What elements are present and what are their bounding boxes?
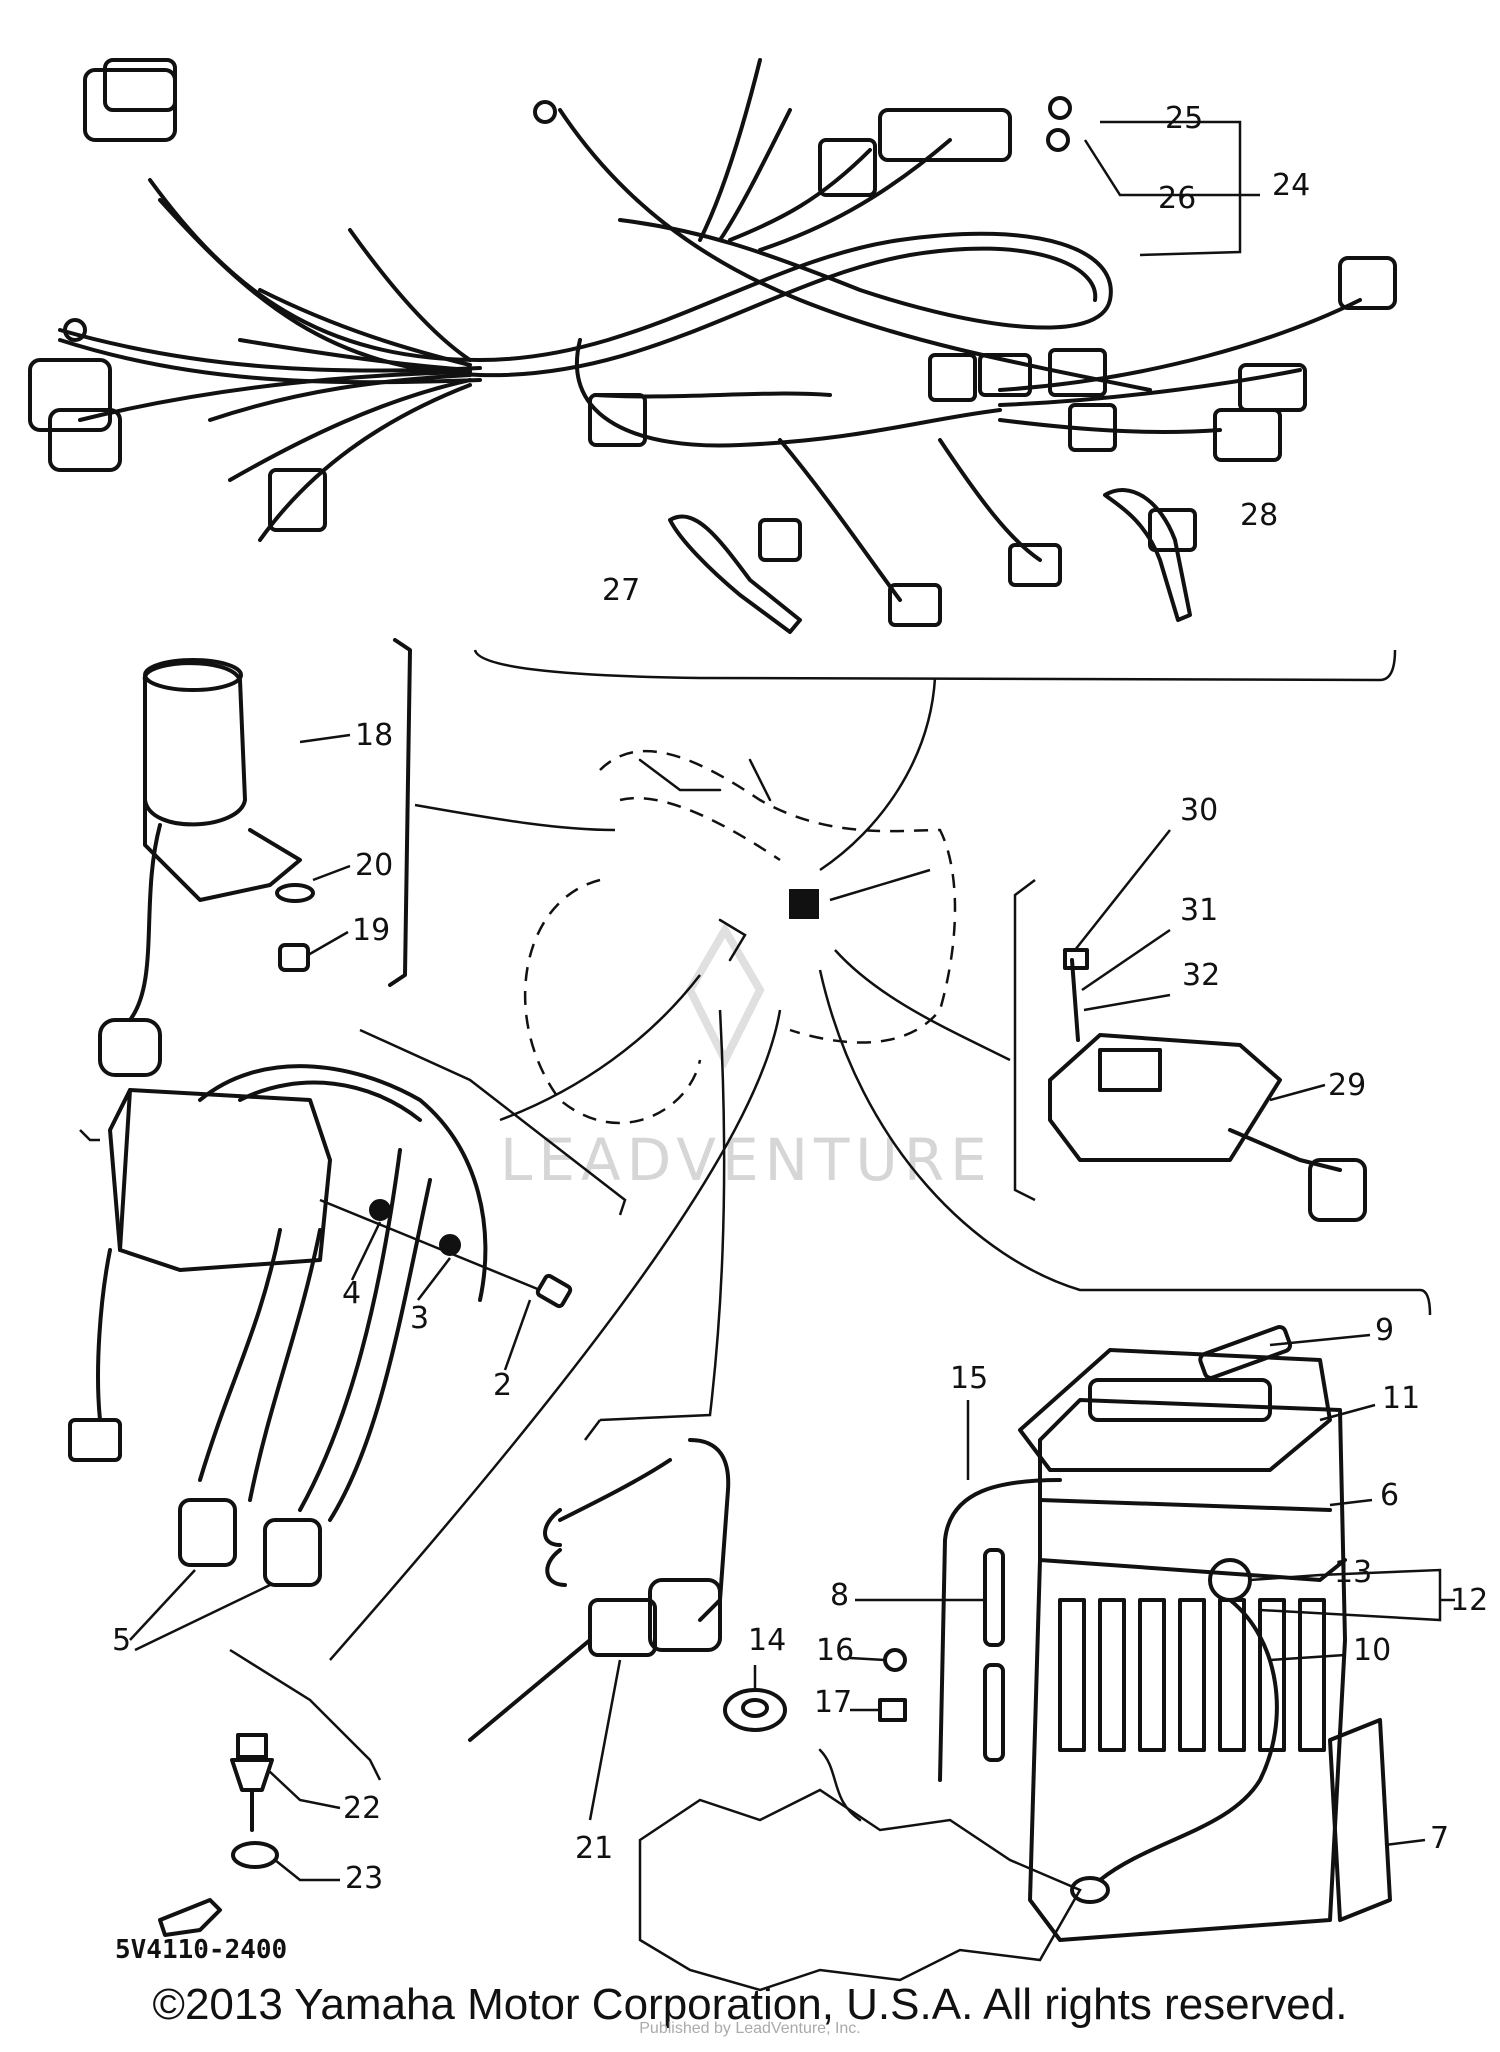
cdi-unit-29 [1048, 948, 1367, 1222]
battery-band-9 [1198, 1325, 1293, 1380]
part-label-28: 28 [1240, 498, 1278, 533]
part-label-18: 18 [355, 718, 393, 753]
neutral-switch-22 [158, 1733, 279, 1937]
part-label-14: 14 [748, 1623, 786, 1658]
frame-debris [638, 1788, 1082, 1992]
vent-tube-8 [983, 1548, 1005, 1647]
clamp-27 [668, 514, 802, 634]
battery-plate-7 [1328, 1718, 1392, 1922]
battery [1028, 1398, 1347, 1942]
part-label-7: 7 [1430, 1821, 1449, 1856]
bracket-29 [1013, 879, 1036, 1202]
bracket-18-20 [388, 638, 412, 987]
wire-harness [28, 58, 1397, 627]
part-label-6: 6 [1380, 1478, 1399, 1513]
part-label-31: 31 [1180, 893, 1218, 928]
part-label-23: 23 [345, 1861, 383, 1896]
part-label-26: 26 [1158, 181, 1196, 216]
part-label-17: 17 [814, 1685, 852, 1720]
part-label-10: 10 [1353, 1633, 1391, 1668]
washer-20 [275, 883, 315, 903]
part-label-20: 20 [355, 848, 393, 883]
part-label-21: 21 [575, 1831, 613, 1866]
part-label-15: 15 [950, 1361, 988, 1396]
drawing-code: 5V4110-2400 [115, 1935, 287, 1965]
bolt-16 [883, 1648, 907, 1672]
grommet-14 [723, 1688, 787, 1732]
part-label-3: 3 [410, 1301, 429, 1336]
starter-switch-21 [468, 1438, 731, 1742]
ignition-coil [68, 1064, 488, 1587]
screw-19 [278, 943, 310, 972]
part-label-2: 2 [493, 1368, 512, 1403]
part-label-30: 30 [1180, 793, 1218, 828]
part-number-labels: 2425262827182019303132294329151161312810… [112, 101, 1488, 1896]
clamp-28 [1103, 488, 1192, 622]
watermark-logo [685, 922, 765, 1069]
terminal-13 [1208, 1558, 1252, 1602]
nut-17 [878, 1698, 907, 1722]
battery-cover-11 [1018, 1348, 1332, 1472]
part-label-29: 29 [1328, 1068, 1366, 1103]
part-label-8: 8 [830, 1578, 849, 1613]
part-label-11: 11 [1382, 1381, 1420, 1416]
bolt-2 [535, 1273, 573, 1309]
frame-sketch [523, 749, 957, 1125]
cdi-mount-point [789, 889, 819, 919]
part-label-19: 19 [352, 913, 390, 948]
part-label-16: 16 [816, 1633, 854, 1668]
publisher-credit: Published by LeadVenture, Inc. [639, 2020, 861, 2037]
leader-18 [414, 803, 616, 832]
part-label-22: 22 [343, 1791, 381, 1826]
part-label-13: 13 [1334, 1555, 1372, 1590]
part-label-25: 25 [1165, 101, 1203, 136]
part-label-4: 4 [342, 1276, 361, 1311]
part-label-12: 12 [1450, 1583, 1488, 1618]
part-label-32: 32 [1182, 958, 1220, 993]
copyright-notice: ©2013 Yamaha Motor Corporation, U.S.A. A… [152, 1980, 1348, 2029]
part-label-24: 24 [1272, 168, 1310, 203]
part-label-9: 9 [1375, 1313, 1394, 1348]
ignition-switch-18 [98, 658, 302, 1077]
part-label-27: 27 [602, 573, 640, 608]
part-label-5: 5 [112, 1623, 131, 1658]
